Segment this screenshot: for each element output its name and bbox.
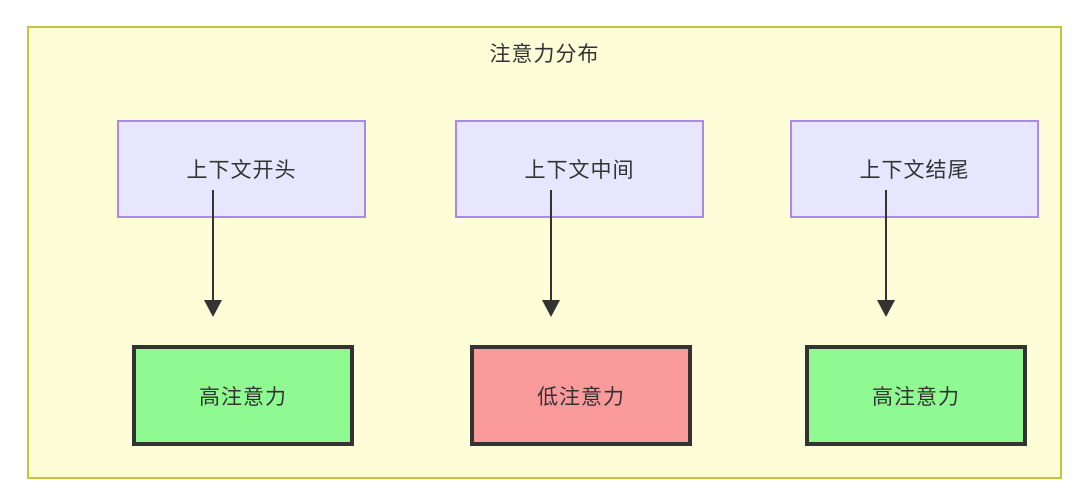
node-label: 低注意力: [537, 385, 625, 409]
node-context-middle[interactable]: 上下文中间: [455, 120, 704, 218]
node-label: 上下文开头: [186, 159, 297, 182]
node-high-attention-start[interactable]: 高注意力: [132, 345, 354, 446]
node-label: 上下文中间: [524, 159, 635, 182]
node-label: 高注意力: [199, 385, 287, 409]
node-context-end[interactable]: 上下文结尾: [790, 120, 1039, 218]
node-high-attention-end[interactable]: 高注意力: [805, 345, 1027, 446]
node-label: 上下文结尾: [859, 159, 970, 182]
node-label: 高注意力: [872, 385, 960, 409]
node-low-attention-middle[interactable]: 低注意力: [470, 345, 692, 446]
subgraph-title: 注意力分布: [489, 43, 600, 66]
node-context-start[interactable]: 上下文开头: [117, 120, 366, 218]
attention-distribution-subgraph: 注意力分布 上下文开头 上下文中间 上下文结尾 高注意力 低注意力 高注意力: [27, 26, 1062, 479]
